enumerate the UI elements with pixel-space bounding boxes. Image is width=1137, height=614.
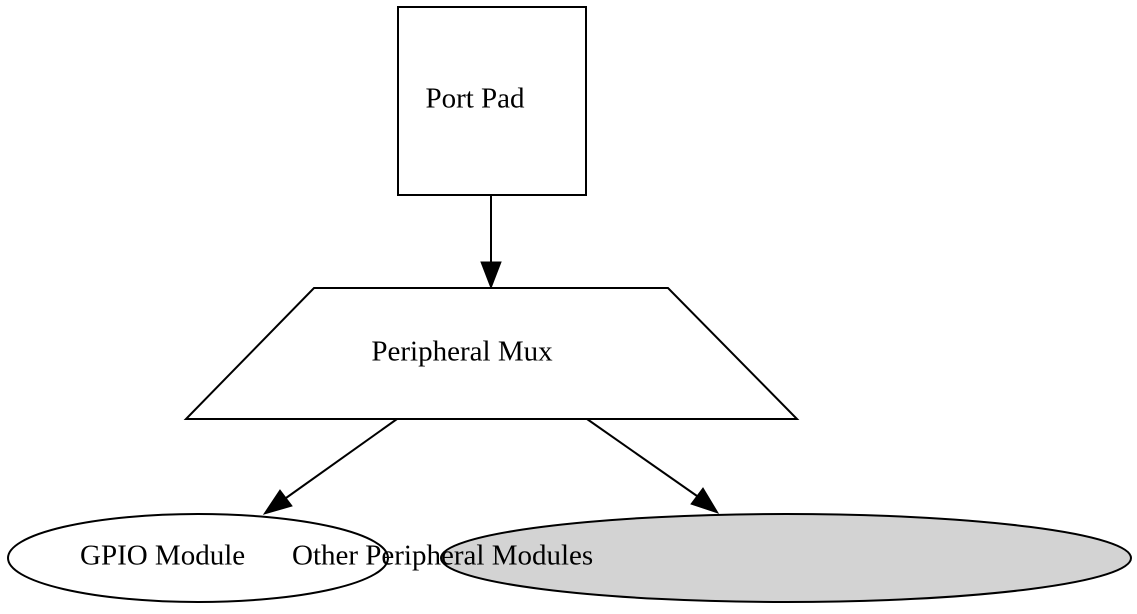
node-port-pad-shape <box>397 6 587 196</box>
edge-line <box>285 418 398 499</box>
node-gpio-module: GPIO Module <box>7 513 389 603</box>
arrowhead-icon <box>262 489 293 515</box>
edge-peripheral-mux-to-other-peripheral-modules <box>586 418 720 514</box>
node-port-pad-label: Port Pad <box>425 83 525 115</box>
node-gpio-module-label: GPIO Module <box>80 540 245 572</box>
node-other-peripheral-modules-label: Other Peripheral Modules <box>292 540 593 572</box>
node-other-peripheral-modules-shape <box>440 513 1132 603</box>
node-peripheral-mux-label: Peripheral Mux <box>371 336 553 368</box>
node-peripheral-mux-shape <box>183 287 800 420</box>
node-port-pad: Port Pad <box>397 6 587 196</box>
node-gpio-module-shape <box>7 513 389 603</box>
node-peripheral-mux: Peripheral Mux <box>183 287 800 420</box>
edge-port-pad-to-peripheral-mux <box>480 196 502 290</box>
arrowhead-icon <box>480 261 502 290</box>
arrowhead-icon <box>690 487 720 514</box>
node-other-peripheral-modules <box>440 513 1132 603</box>
edge-line <box>586 418 698 497</box>
edge-peripheral-mux-to-gpio-module <box>262 418 398 515</box>
